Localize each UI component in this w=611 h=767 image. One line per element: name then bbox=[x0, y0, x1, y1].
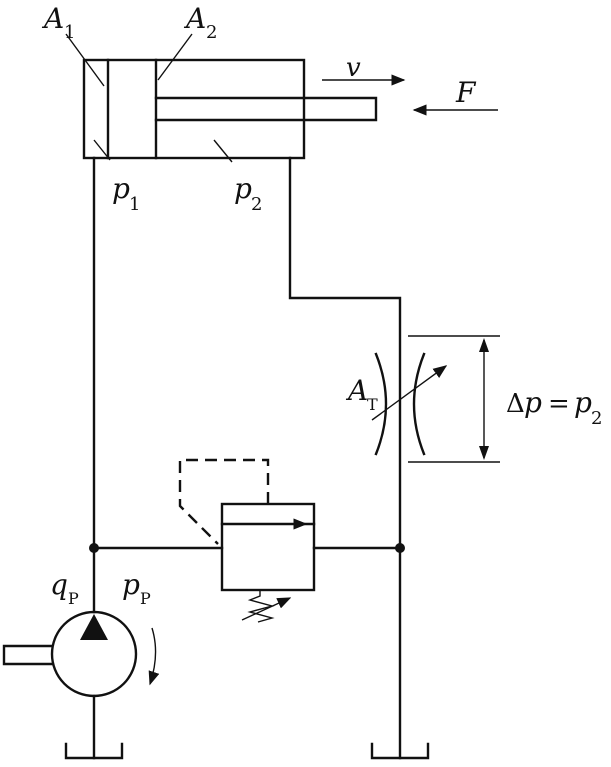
svg-text:p: p bbox=[112, 172, 130, 205]
junction-dot-left bbox=[89, 543, 99, 553]
leader-p2 bbox=[213, 139, 233, 163]
pipelines bbox=[92, 156, 402, 760]
load-force-arrow: F bbox=[412, 76, 498, 116]
svg-text:2: 2 bbox=[206, 22, 217, 43]
label-A1: A 1 bbox=[41, 2, 75, 43]
svg-text:p: p bbox=[122, 568, 140, 601]
hydraulic-cylinder bbox=[82, 58, 378, 160]
svg-text:=: = bbox=[548, 389, 570, 419]
svg-text:T: T bbox=[367, 395, 378, 414]
velocity-arrow: v bbox=[322, 53, 406, 86]
label-AT: A T bbox=[345, 374, 378, 414]
svg-text:p: p bbox=[234, 172, 252, 205]
svg-text:A: A bbox=[41, 2, 64, 35]
label-pP: p P bbox=[122, 568, 151, 608]
leader-p1 bbox=[93, 139, 111, 161]
relief-valve bbox=[178, 458, 316, 623]
svg-text:A: A bbox=[183, 2, 206, 35]
svg-text:F: F bbox=[455, 76, 477, 109]
svg-text:2: 2 bbox=[251, 194, 262, 215]
junction-dot-right bbox=[395, 543, 405, 553]
svg-text:2: 2 bbox=[591, 408, 602, 429]
pressure-drop-dimension bbox=[408, 335, 500, 463]
label-p2: p 2 bbox=[234, 172, 262, 215]
svg-text:p: p bbox=[524, 386, 542, 419]
label-delta-p: Δ p = p 2 bbox=[506, 386, 602, 429]
throttle-valve bbox=[371, 352, 448, 456]
tank-left bbox=[64, 742, 124, 760]
leader-A1 bbox=[65, 33, 105, 87]
svg-text:Δ: Δ bbox=[506, 389, 525, 419]
label-A2: A 2 bbox=[183, 2, 217, 43]
svg-text:P: P bbox=[140, 589, 151, 608]
tank-right bbox=[370, 742, 430, 760]
label-p1: p 1 bbox=[112, 172, 140, 215]
svg-text:A: A bbox=[345, 374, 368, 407]
label-qP: q P bbox=[50, 568, 79, 608]
hydraulic-pump bbox=[2, 610, 160, 698]
svg-text:v: v bbox=[346, 53, 361, 83]
svg-text:P: P bbox=[68, 589, 79, 608]
leader-A2 bbox=[157, 33, 193, 81]
svg-text:q: q bbox=[50, 568, 68, 601]
svg-text:1: 1 bbox=[129, 194, 140, 215]
svg-text:1: 1 bbox=[64, 22, 75, 43]
svg-text:p: p bbox=[574, 386, 592, 419]
